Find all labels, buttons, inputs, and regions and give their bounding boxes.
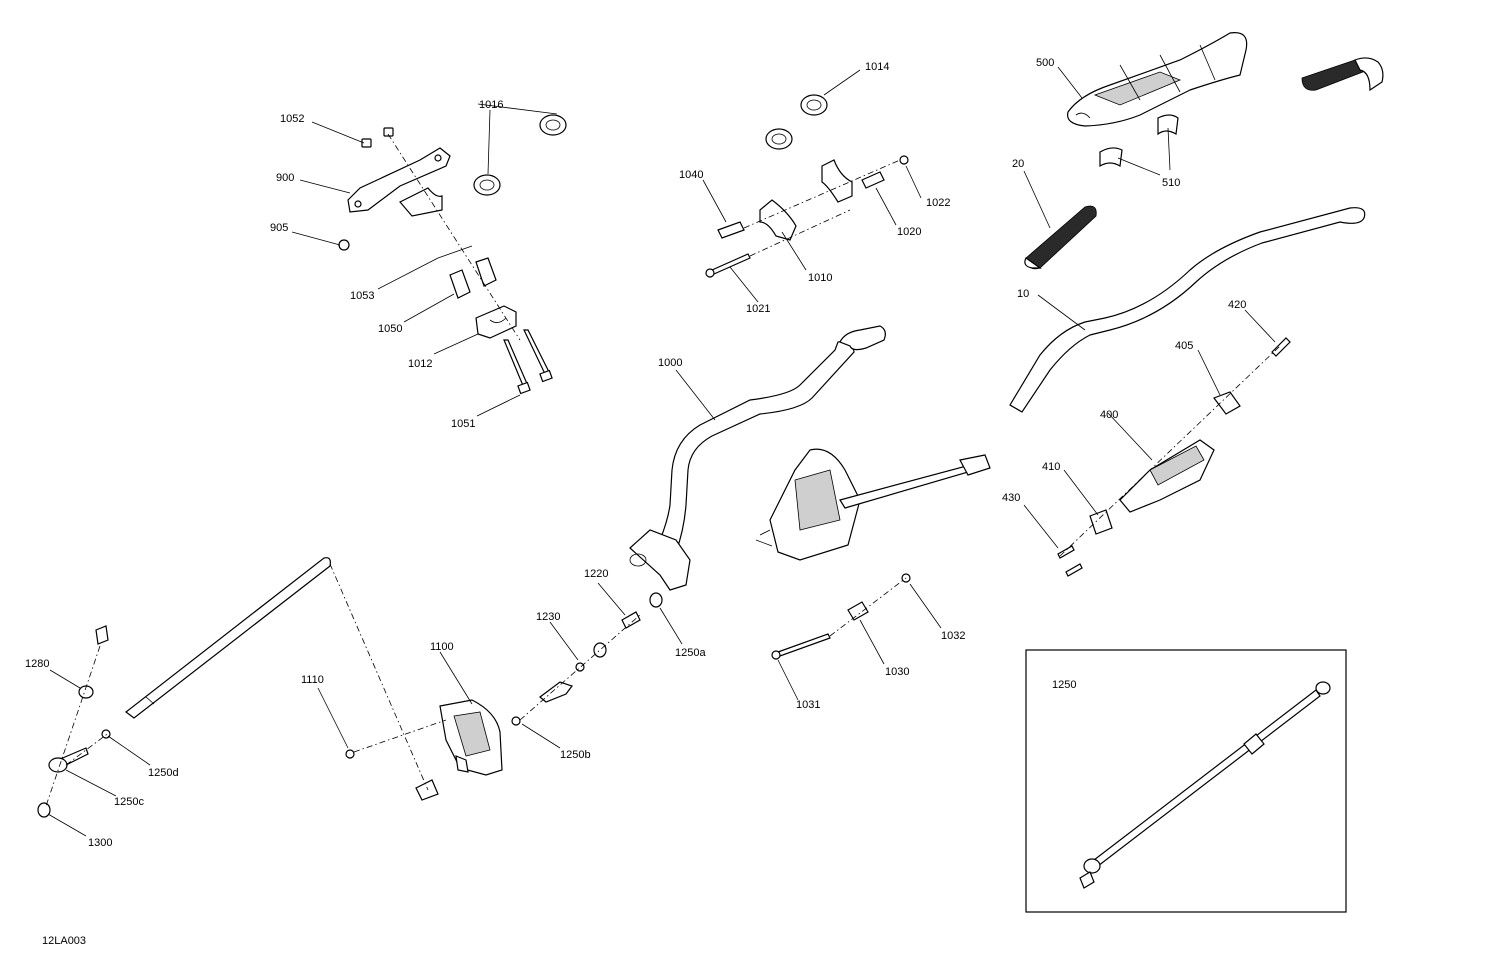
part-1021-bolt [705, 253, 751, 278]
part-1280-bolt [78, 625, 109, 699]
label-20: 20 [1012, 158, 1024, 170]
label-10: 10 [1017, 288, 1029, 300]
drawing-id: 12LA003 [42, 935, 86, 947]
part-lower-bushing [415, 779, 439, 801]
part-20-grip-sleeve [1024, 205, 1097, 270]
part-510-clips [1099, 114, 1179, 168]
label-1250d: 1250d [148, 767, 179, 779]
part-1052-nut [361, 127, 394, 148]
part-1030-spacer [847, 601, 869, 621]
part-900-clamp-bracket [347, 147, 451, 213]
part-1022-nut [899, 155, 909, 165]
part-1020-pin [861, 171, 885, 189]
part-1300-nut [37, 802, 51, 818]
label-500: 500 [1036, 57, 1054, 69]
part-1110-nut [345, 749, 355, 759]
label-1250b: 1250b [560, 749, 591, 761]
part-1100-lower-housing [439, 699, 503, 776]
part-410-clamp [1089, 509, 1113, 535]
part-tie-rod [125, 557, 331, 719]
label-1300: 1300 [88, 837, 112, 849]
inset-rod-end-top [1315, 681, 1331, 695]
label-1014: 1014 [865, 61, 889, 73]
part-1016-bushings [473, 114, 567, 196]
part-1050-blocks [449, 257, 497, 299]
label-1050: 1050 [378, 323, 402, 335]
part-1010-clamp [759, 159, 853, 241]
inset-frame [1025, 649, 1347, 913]
part-rod-end [539, 681, 573, 703]
label-1053: 1053 [350, 290, 374, 302]
inset-1250-detail: 1250 [1025, 649, 1347, 913]
part-905-nut [338, 239, 350, 251]
part-1053-shim [437, 245, 473, 259]
label-1030: 1030 [885, 666, 909, 678]
label-405: 405 [1175, 340, 1193, 352]
part-1000-steering-column [629, 325, 886, 591]
part-1250b-nut [511, 716, 521, 726]
label-420: 420 [1228, 299, 1246, 311]
label-1051: 1051 [451, 418, 475, 430]
label-1000: 1000 [658, 357, 682, 369]
part-430-bolts [1057, 545, 1083, 577]
label-1020: 1020 [897, 226, 921, 238]
label-1040: 1040 [679, 169, 703, 181]
part-1230-nut [575, 642, 607, 672]
assembly-axis-lines [45, 133, 1281, 807]
label-1032: 1032 [941, 630, 965, 642]
part-labels: 10 20 400 405 410 420 430 500 510 900 90… [25, 57, 1246, 849]
part-steering-housing [755, 448, 991, 561]
part-1250c-rod-end [48, 747, 89, 773]
part-420-bolt [1271, 337, 1291, 357]
label-1052: 1052 [280, 113, 304, 125]
part-1040-pin [717, 221, 745, 239]
part-1012-lower-clamp [475, 305, 517, 339]
label-1250c: 1250c [114, 796, 144, 808]
part-1014-bushings [765, 94, 828, 150]
label-900: 900 [276, 172, 294, 184]
label-1280: 1280 [25, 658, 49, 670]
label-1100: 1100 [430, 641, 454, 653]
part-405-clamp [1213, 391, 1241, 415]
label-1016: 1016 [479, 99, 503, 111]
part-400-clamp-assembly [1119, 439, 1215, 513]
label-1230: 1230 [536, 611, 560, 623]
part-upper-clamp-half [399, 187, 443, 217]
label-1022: 1022 [926, 197, 950, 209]
label-430: 430 [1002, 492, 1020, 504]
label-905: 905 [270, 222, 288, 234]
part-1031-bolt [771, 633, 831, 660]
label-1220: 1220 [584, 568, 608, 580]
part-handgrip [1301, 57, 1384, 92]
part-10-handlebar [1009, 207, 1366, 413]
label-400: 400 [1100, 409, 1118, 421]
leader-lines [47, 66, 1276, 837]
inset-rod [1093, 689, 1321, 867]
label-410: 410 [1042, 461, 1060, 473]
label-1110: 1110 [301, 674, 324, 686]
inset-label: 1250 [1052, 679, 1076, 691]
inset-rod-end-bottom [1083, 858, 1101, 874]
label-1021: 1021 [746, 303, 770, 315]
label-1012: 1012 [408, 358, 432, 370]
part-1250a-nut [649, 592, 663, 608]
label-1250a: 1250a [675, 647, 706, 659]
label-1010: 1010 [808, 272, 832, 284]
part-1220-washer [621, 611, 641, 629]
part-1051-bolts [503, 329, 553, 395]
label-1031: 1031 [796, 699, 820, 711]
label-510: 510 [1162, 177, 1180, 189]
part-500-handlebar-cover [1067, 32, 1248, 127]
